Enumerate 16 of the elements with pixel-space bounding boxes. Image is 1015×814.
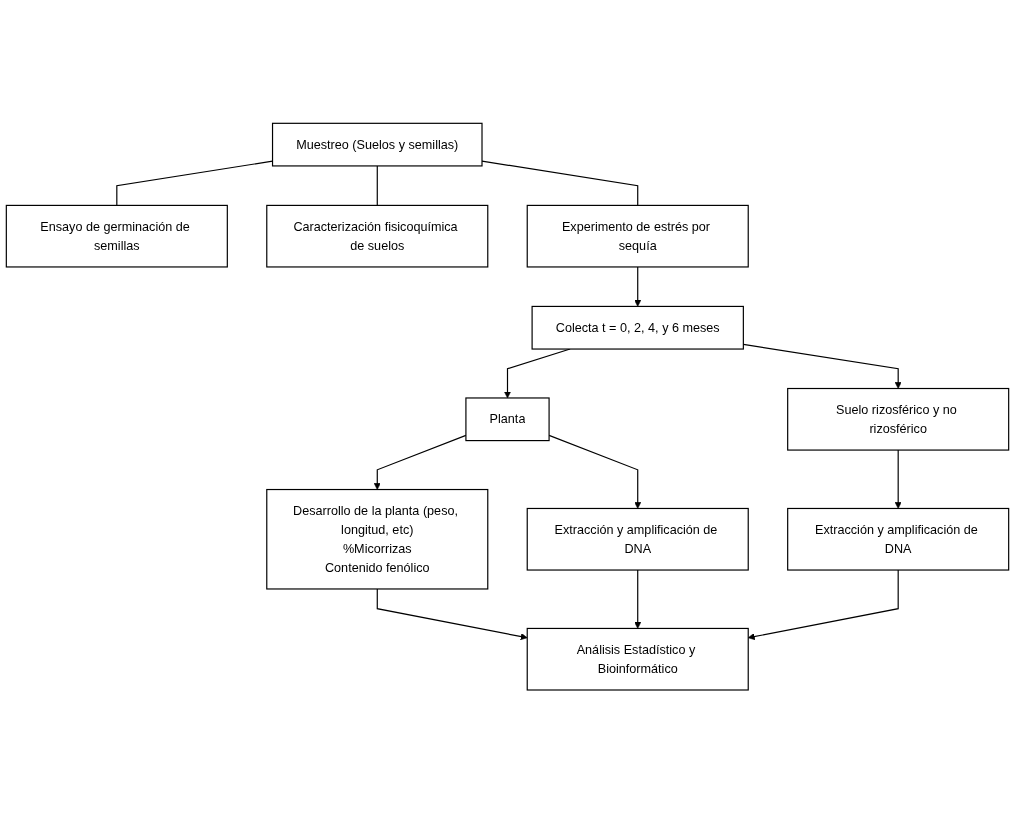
arrow [634, 569, 642, 630]
node-box: Extracción y amplificación de DNA [787, 508, 1010, 571]
node-box: Extracción y amplificación de DNA [526, 508, 749, 571]
arrow [634, 266, 642, 308]
node-box: Análisis Estadístico y Bioinformático [526, 628, 749, 691]
node-box: Experimento de estrés por sequía [526, 205, 749, 268]
node-box: Planta [465, 397, 550, 442]
arrow [894, 449, 902, 510]
node-box: Caracterización fisicoquímica de suelos [266, 205, 489, 268]
node-box: Ensayo de germinación de semillas [5, 205, 228, 268]
connector [376, 165, 378, 207]
arrow [376, 588, 528, 641]
node-box: Suelo rizosférico y no rizosférico [787, 388, 1010, 451]
node-box: Muestreo (Suelos y semillas) [271, 123, 483, 167]
node-box: Desarrollo de la planta (peso, longitud, etc) %Micorrizas Contenido fenólico [266, 489, 489, 590]
node-box: Colecta t = 0, 2, 4, y 6 meses [531, 306, 744, 350]
